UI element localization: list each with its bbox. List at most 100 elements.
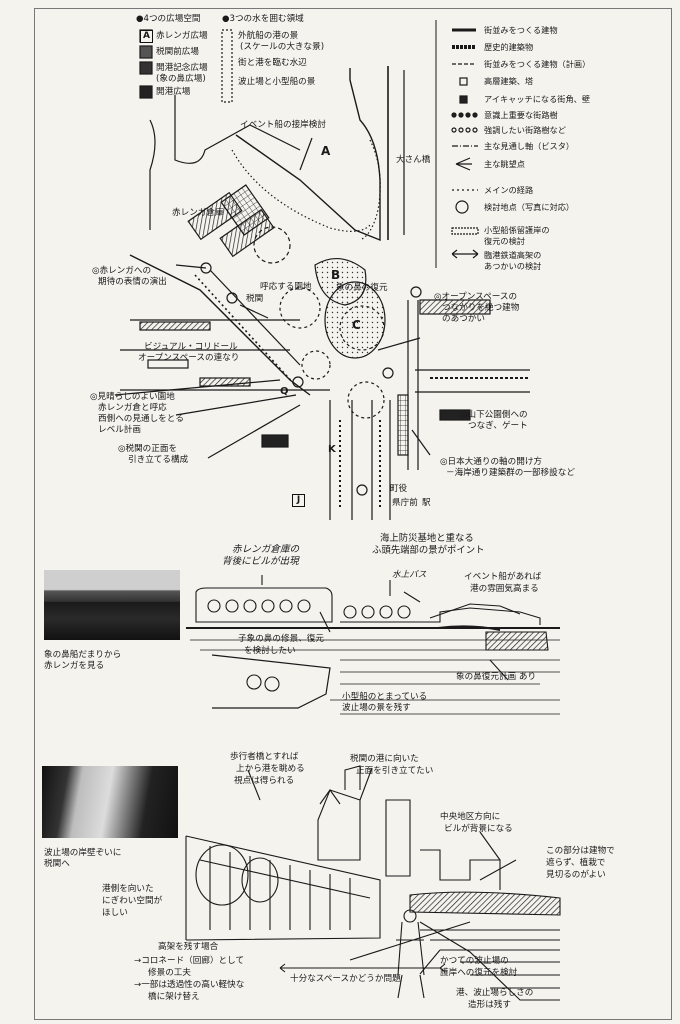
sketch2-note-form-1: 港、波止場らしさの <box>456 988 534 998</box>
map-area-j: J <box>292 494 305 507</box>
legend-symbol-label: 主な眺望点 <box>484 159 525 169</box>
map-label-osanbashi: 大さん橋 <box>396 155 431 165</box>
legend-plazas-title: ●4つの広場空間 <box>136 14 201 24</box>
map-note-customs-front-2: 引き立てる構成 <box>128 455 189 465</box>
map-area-k: K <box>328 444 336 455</box>
legend-symbol-label: 復元の検討 <box>484 236 525 246</box>
legend-viewpoint <box>455 157 472 171</box>
legend-corner <box>459 95 468 104</box>
map-note-visual-corridor-1: ビジュアル・コリドール <box>144 342 238 352</box>
sketch2-note-central-2: ビルが背景になる <box>444 824 513 834</box>
map-note-visual-corridor-2: オープンスペースの連なり <box>138 353 240 363</box>
map-note-red-brick-2: 期待の表情の演出 <box>98 277 167 287</box>
map-note-view-4: レベル計画 <box>98 425 141 435</box>
sketch2-photo-caption-1: 波止場の岸壁ぞいに <box>44 848 122 858</box>
legend-swatch-c <box>139 61 153 75</box>
map-area-a: A <box>321 144 331 158</box>
legend-symbol-label: 街並みをつくる建物 <box>484 25 558 35</box>
map-note-view-2: 赤レンガ倉と呼応 <box>98 403 167 413</box>
sketch1-note-plan: 象の鼻復元計画 あり <box>456 672 537 682</box>
sketch2-note-seawall-2: 護岸への復元を検討 <box>440 968 518 978</box>
sketch2-note-viaduct-5: 橋に架け替え <box>148 992 200 1002</box>
map-label-station: 駅 <box>422 498 431 508</box>
sketch2-note-harbor-2: にぎわい空間が <box>102 896 163 906</box>
map-label-elephant-nose: 象の鼻の復元 <box>336 283 388 293</box>
sketch2-note-viaduct-4: →一部は透過性の高い軽快な <box>134 980 245 990</box>
map-note-open-space-2: つながりを絶つ建物 <box>442 303 520 313</box>
legend-water-c: 波止場と小型船の景 <box>238 77 316 87</box>
sketch2-note-customs-2: 正面を引き立てたい <box>356 766 434 776</box>
sketch1-note-small-boat-1: 小型船のとまっている <box>342 692 428 702</box>
sketch2-note-ped-3: 視点は得られる <box>234 776 295 786</box>
legend-symbol-label: 街並みをつくる建物（計画） <box>484 59 591 69</box>
legend-symbol-label: あつかいの検討 <box>484 261 542 271</box>
legend-water-band <box>221 29 233 103</box>
sketch1-note-center-2: ふ頭先端部の景がポイント <box>372 545 485 556</box>
sketch1-note-top-1: 赤レンガ倉庫の <box>232 544 300 555</box>
legend-symbol-label: 意識上重要な街路樹 <box>484 110 558 120</box>
map-label-red-brick-warehouse: 赤レンガ倉庫 <box>172 208 224 218</box>
sketch1-note-event-2: 港の雰囲気高まる <box>470 584 539 594</box>
map-label-customs: 税関 <box>246 294 264 304</box>
legend-symbol-label: 検討地点（写真に対応） <box>484 202 575 212</box>
sketch1-photo-caption-1: 象の鼻船だまりから <box>44 650 122 660</box>
map-note-yamashita-2: つなぎ、ゲート <box>468 421 528 431</box>
map-note-nihon-odori-1: ◎日本大通りの軸の開け方 <box>440 457 543 467</box>
map-area-c: C <box>352 318 361 332</box>
page-frame <box>34 8 672 1020</box>
sketch1-note-event-1: イベント船があれば <box>464 572 542 582</box>
map-note-red-brick-1: ◎赤レンガへの <box>92 266 152 276</box>
map-note-yamashita-1: ◎山下公園側への <box>460 410 528 420</box>
map-label-prefectural-office: 県庁前 <box>392 498 418 508</box>
sketch2-note-planting-1: この部分は建物で <box>546 846 615 856</box>
legend-symbol-label: 高層建築、塔 <box>484 76 534 86</box>
map-label-city-hall: 町役 <box>390 484 408 494</box>
sketch2-note-central-1: 中央地区方向に <box>440 812 501 822</box>
legend-plaza-a: 赤レンガ広場 <box>156 31 208 41</box>
legend-plaza-d: 開港広場 <box>156 87 191 97</box>
legend-symbol-label: 臨港鉄道高架の <box>484 250 542 260</box>
sketch2-note-harbor-3: ほしい <box>102 908 128 918</box>
legend-symbol-label: 強調したい街路樹など <box>484 125 566 135</box>
sketch1-note-top-2: 背後にビルが出現 <box>222 556 299 567</box>
sketch2-photo-caption-2: 税関へ <box>44 859 70 869</box>
map-note-view-3: 西側への見通しをとる <box>98 414 184 424</box>
sketch2-note-seawall-1: かつての波止場の <box>440 956 509 966</box>
sketch2-note-planting-2: 遮らず、植栽で <box>546 858 606 868</box>
sketch-customs-wharf <box>185 765 561 1001</box>
legend-mooring <box>451 227 479 235</box>
legend-key-a: A <box>140 30 153 43</box>
sketch2-note-harbor-1: 港側を向いた <box>102 884 154 894</box>
sketch1-note-small-boat-2: 波止場の景を残す <box>342 703 411 713</box>
map-note-event-ship: イベント船の接岸検討 <box>240 120 326 130</box>
map-area-q: Q <box>280 386 289 397</box>
legend-water-title: ●3つの水を囲む領域 <box>222 14 304 24</box>
legend-water-a: 外航船の港の景 <box>238 31 299 41</box>
legend-highrise <box>459 77 468 86</box>
legend-symbol-label: メインの経路 <box>484 185 534 195</box>
legend-symbol-label: アイキャッチになる街角、壁 <box>484 94 591 104</box>
map-area-b: B <box>331 268 341 282</box>
sketch2-note-viaduct-3: 修景の工夫 <box>148 968 191 978</box>
legend-checkpoint <box>455 200 469 214</box>
legend-swatch-b <box>139 45 153 59</box>
legend-symbol-label: 主な見通し軸（ビスタ） <box>484 141 575 151</box>
legend-symbol-label: 歴史的建築物 <box>484 42 534 52</box>
map-note-open-space-1: ◎オープンスペースの <box>434 292 518 302</box>
sketch1-note-center-1: 海上防災基地と重なる <box>380 533 474 544</box>
sketch2-note-viaduct-1: 高架を残す場合 <box>158 942 219 952</box>
sketch2-note-customs-1: 税関の港に向いた <box>350 754 419 764</box>
legend-water-a2: (スケールの大きな景) <box>240 42 325 52</box>
map-note-customs-front-1: ◎税関の正面を <box>118 444 178 454</box>
map-note-open-space-3: のあつかい <box>442 314 485 324</box>
legend-plaza-c1: 開港記念広場 <box>156 63 208 73</box>
photo-wharf-to-customs <box>42 766 178 838</box>
legend-viaduct <box>451 249 479 259</box>
legend-plaza-c2: (象の鼻広場) <box>156 74 206 84</box>
sketch2-note-form-2: 造形は残す <box>468 1000 511 1010</box>
map-note-nihon-odori-2: －海岸通り建築群の一部移設など <box>446 468 575 478</box>
map-note-view-1: ◎見晴らしのよい園地 <box>90 392 175 402</box>
legend-plaza-b: 税関前広場 <box>156 47 199 57</box>
map-label-plaza-relation: 呼応する園地 <box>260 282 312 292</box>
